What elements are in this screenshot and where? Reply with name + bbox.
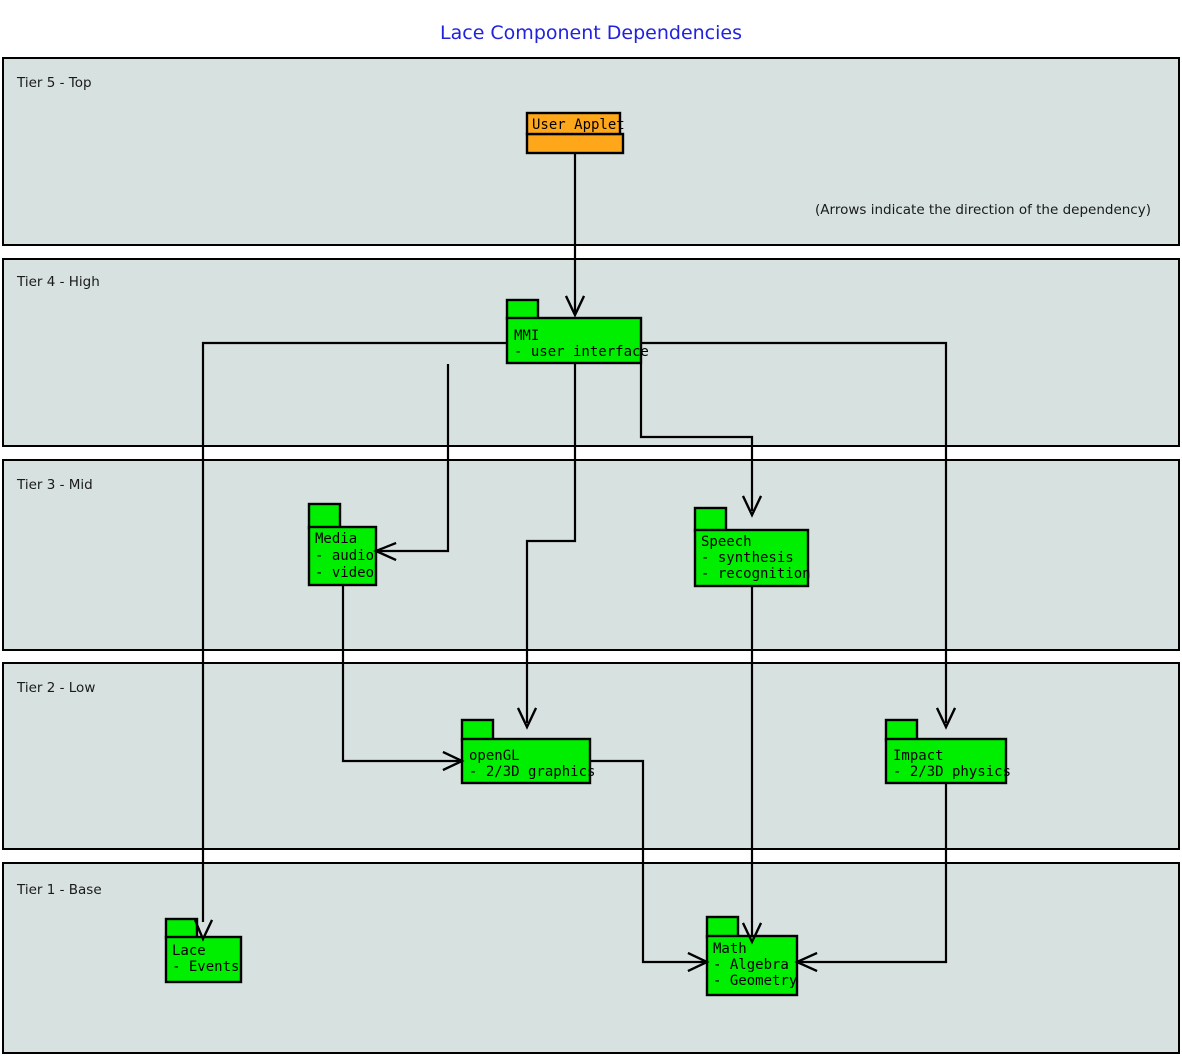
connector-mmi-to-speech xyxy=(639,364,754,511)
package-speech-tab[interactable] xyxy=(693,506,728,533)
arrowhead-lace-top-overlay xyxy=(193,919,213,942)
connector-opengl-to-math xyxy=(590,759,704,964)
package-opengl-name: openGL xyxy=(469,748,520,764)
arrowhead-speech-top-overlay xyxy=(742,495,762,518)
package-lace[interactable]: Lace - Events xyxy=(164,917,243,984)
package-mmi-tab[interactable] xyxy=(505,298,540,321)
tier-labels: Tier 5 - Top Tier 4 - High Tier 3 - Mid … xyxy=(16,75,102,898)
arrowhead-media-right-overlay xyxy=(373,541,397,562)
package-math-tab[interactable] xyxy=(705,915,740,939)
package-math-body[interactable] xyxy=(705,934,799,997)
package-media-item-1: - video xyxy=(315,565,374,581)
arrowhead-math-top-overlay xyxy=(742,922,762,945)
package-opengl-body[interactable] xyxy=(460,737,592,785)
connector-mmi-to-opengl xyxy=(525,364,577,723)
arrowhead-impact-top-overlay xyxy=(936,707,956,730)
connector-mmi-to-impact xyxy=(641,341,948,723)
package-speech-item-0: - synthesis xyxy=(701,550,794,566)
tier-label-tier1: Tier 1 - Base xyxy=(16,882,102,898)
package-math-item-1: - Geometry xyxy=(713,973,797,989)
package-impact-item-0: - 2/3D physics xyxy=(893,764,1011,780)
arrowhead-opengl-left-overlay xyxy=(442,751,465,771)
package-mmi-body[interactable] xyxy=(505,316,643,365)
package-opengl-tab[interactable] xyxy=(460,718,495,742)
connector-mmi-to-media xyxy=(379,364,450,553)
package-lace-item-0: - Events xyxy=(172,959,239,975)
package-opengl-item-0: - 2/3D graphics xyxy=(469,764,595,780)
package-user-applet-body[interactable] xyxy=(525,132,625,155)
package-impact-tab[interactable] xyxy=(884,718,919,742)
package-lace-tab[interactable] xyxy=(164,917,199,940)
package-lace-name: Lace xyxy=(172,943,206,959)
package-media[interactable]: Media - audio - video xyxy=(307,502,378,587)
package-impact-body[interactable] xyxy=(884,737,1008,785)
tier-label-tier4: Tier 4 - High xyxy=(16,274,100,290)
package-mmi-name: MMI xyxy=(514,328,539,344)
tier-band-tier3 xyxy=(2,459,1180,651)
page-title: Lace Component Dependencies xyxy=(440,22,742,44)
package-media-tab[interactable] xyxy=(307,502,342,530)
connector-mmi-to-lace xyxy=(201,341,507,922)
package-lace-body[interactable] xyxy=(164,935,243,984)
connector-media-to-opengl xyxy=(341,585,459,763)
package-speech-body[interactable] xyxy=(693,528,810,588)
package-mmi[interactable]: MMI - user interface xyxy=(505,298,649,365)
package-speech[interactable]: Speech - synthesis - recognition xyxy=(693,506,811,588)
arrowhead-opengl-top-overlay xyxy=(517,707,537,730)
package-user-applet[interactable]: User Applet xyxy=(525,111,625,155)
package-media-name: Media xyxy=(315,531,357,547)
package-math-name: Math xyxy=(713,941,747,957)
package-opengl[interactable]: openGL - 2/3D graphics xyxy=(460,718,595,785)
arrow-direction-note: (Arrows indicate the direction of the de… xyxy=(815,202,1151,218)
package-impact-name: Impact xyxy=(893,748,944,764)
package-math[interactable]: Math - Algebra - Geometry xyxy=(705,915,799,997)
package-media-body[interactable] xyxy=(307,525,378,587)
arrowheads-overlay xyxy=(193,295,956,973)
connector-impact-to-math xyxy=(800,783,948,964)
package-speech-item-1: - recognition xyxy=(701,566,811,582)
arrowhead-math-right-overlay xyxy=(794,951,818,973)
package-user-applet-label-box[interactable] xyxy=(525,111,622,136)
tier-label-tier3: Tier 3 - Mid xyxy=(16,477,93,493)
arrowhead-math-left-overlay xyxy=(687,952,710,972)
package-mmi-item-0: - user interface xyxy=(514,344,649,360)
package-media-item-0: - audio xyxy=(315,548,374,564)
package-math-item-0: - Algebra xyxy=(713,957,789,973)
arrowhead-mmi-top-overlay xyxy=(565,295,585,318)
tier-label-tier5: Tier 5 - Top xyxy=(16,75,92,91)
package-speech-name: Speech xyxy=(701,534,752,550)
package-impact[interactable]: Impact - 2/3D physics xyxy=(884,718,1011,785)
package-user-applet-name: User Applet xyxy=(532,117,625,133)
tier-label-tier2: Tier 2 - Low xyxy=(16,680,95,696)
